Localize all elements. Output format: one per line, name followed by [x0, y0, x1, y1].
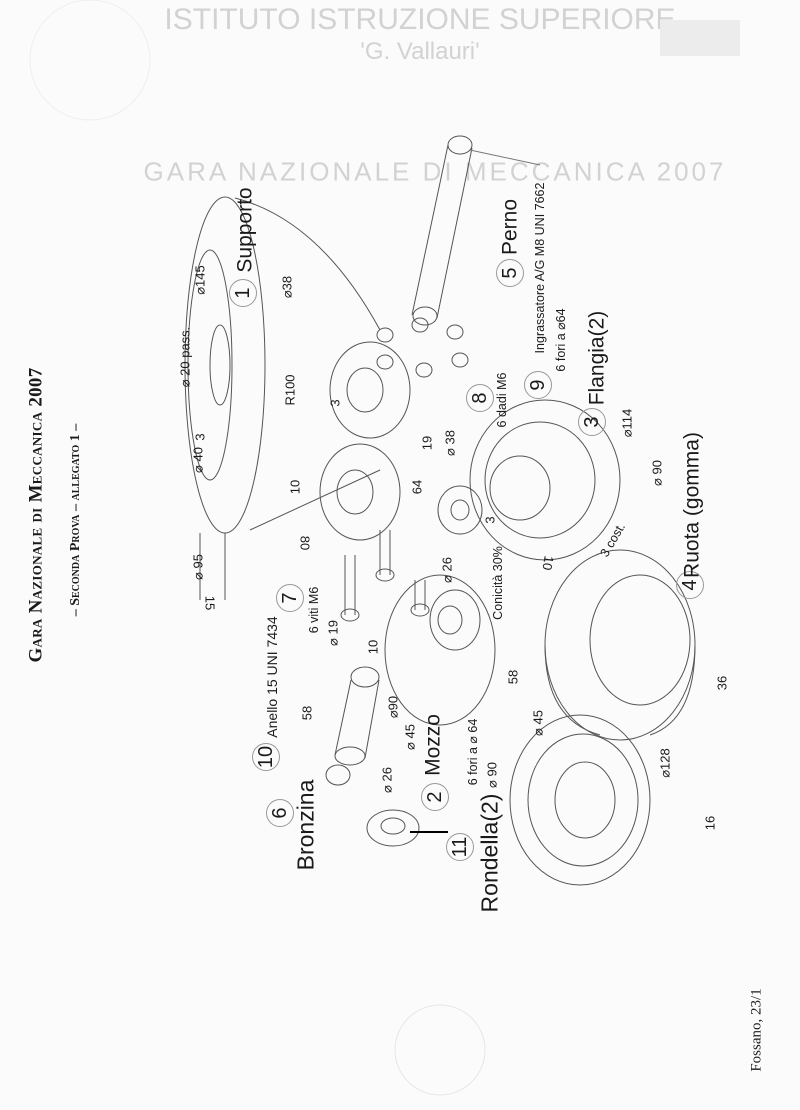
- faint-stamp: [394, 1004, 486, 1096]
- dim-label: ⌀ 26: [439, 557, 455, 583]
- institute-header: ISTITUTO ISTRUZIONE SUPERIORE: [164, 3, 676, 36]
- part-number-8: 8: [466, 384, 494, 412]
- part-name-anello: Anello 15 UNI 7434: [264, 616, 280, 738]
- part-number-7: 7: [276, 584, 304, 612]
- dim-label: 58: [505, 669, 521, 685]
- dim-label: 3: [192, 433, 208, 441]
- dim-label: ⌀114: [619, 408, 635, 438]
- dim-label: 10: [539, 554, 557, 572]
- mozzo-part: [384, 574, 496, 726]
- school-name: 'G. Vallauri': [360, 38, 480, 65]
- part-number-5: 5: [496, 259, 524, 287]
- part-name-ruota: Ruota (gomma): [680, 432, 704, 578]
- part-name-ingrassatore: Ingrassatore A/G M8 UNI 7662: [532, 182, 547, 354]
- faint-heading: GARA NAZIONALE DI MECCANICA 2007: [143, 156, 727, 187]
- dim-label: ⌀ 95: [190, 554, 206, 580]
- part-number-9: 9: [524, 371, 552, 399]
- part-name-mozzo: Mozzo: [421, 714, 445, 776]
- part-name-flangia: Flangia(2): [585, 310, 609, 406]
- part-number-3: 3: [578, 408, 606, 436]
- ruota-part: [544, 549, 696, 741]
- mozzo-holes-note: 6 fori a ⌀ 64: [465, 718, 480, 786]
- anello-part: [325, 764, 351, 786]
- conicita-note: Conicità 30%: [490, 546, 505, 620]
- part-number-10: 10: [252, 743, 280, 771]
- place-date: Fossano, 23/1: [748, 988, 765, 1072]
- dim-label: ⌀128: [657, 748, 673, 778]
- dim-label: 10: [287, 479, 303, 495]
- document-title: Gara Nazionale di Meccanica 2007: [25, 367, 47, 663]
- dim-label: 36: [714, 675, 730, 691]
- part-name-dadi: 6 dadi M6: [494, 372, 509, 428]
- part-number-1: 1: [229, 279, 257, 307]
- document-subtitle: – Seconda Prova – allegato 1 –: [68, 423, 83, 617]
- flangia-holes-note: 6 fori a ⌀64: [553, 308, 568, 372]
- dim-label: ⌀ 38: [442, 430, 458, 456]
- dim-label: ⌀90: [385, 695, 401, 719]
- dim-label: ⌀ 40: [190, 447, 206, 473]
- dim-label: 80: [297, 535, 313, 551]
- dim-label: ⌀38: [279, 275, 295, 299]
- dim-label: 10: [365, 639, 381, 655]
- leader-line: [469, 149, 541, 166]
- logo-box: [660, 20, 740, 56]
- pass-note: ⌀ 20 pass.: [177, 326, 193, 388]
- dim-label: 15: [202, 595, 218, 611]
- part-name-viti: 6 viti M6: [306, 586, 321, 634]
- dim-label: ⌀145: [192, 265, 208, 295]
- rondella-part: [366, 809, 448, 847]
- bronzina-part: [334, 666, 380, 766]
- dim-label: ⌀ 45: [402, 724, 418, 750]
- dim-label: 64: [409, 479, 425, 495]
- dim-label: ⌀ 26: [379, 767, 395, 793]
- nuts: [376, 317, 469, 378]
- part-name-bronzina: Bronzina: [292, 779, 319, 871]
- dim-label: R100: [282, 374, 298, 406]
- part-name-perno: Perno: [498, 198, 522, 256]
- supporto-part: [184, 196, 411, 600]
- part-name-rondella: Rondella(2): [476, 793, 503, 913]
- dim-label: 19: [419, 435, 435, 451]
- dim-label: ⌀ 19: [325, 620, 341, 646]
- dim-label: 16: [702, 815, 718, 831]
- part-name-supporto: Supporto: [233, 187, 257, 273]
- perno-part: [411, 135, 473, 326]
- dim-label: 3: [327, 399, 343, 407]
- screws: [340, 530, 430, 622]
- dim-label: ⌀ 90: [649, 460, 665, 486]
- dim-label: 58: [299, 705, 315, 721]
- flangia-part: [437, 399, 621, 561]
- faint-seal: [29, 0, 151, 121]
- flangia-part-2: [509, 714, 651, 886]
- part-number-6: 6: [266, 799, 294, 827]
- part-number-11: 11: [446, 833, 474, 861]
- dim-label: 3: [482, 516, 498, 524]
- dim-label: ⌀ 45: [530, 710, 546, 736]
- part-number-2: 2: [421, 783, 449, 811]
- dim-label: ⌀ 90: [484, 762, 500, 788]
